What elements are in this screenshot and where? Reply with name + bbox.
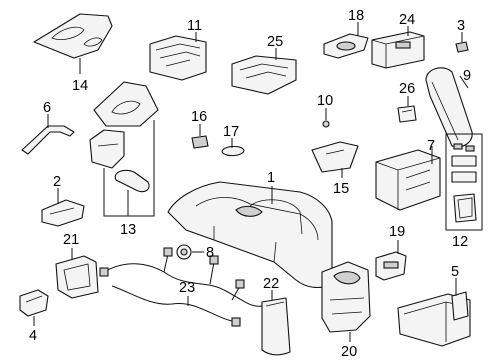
leader-13 — [103, 120, 155, 217]
part-13-lower-bezel — [89, 129, 125, 169]
callout-13: 13 — [120, 222, 136, 238]
part-10-screw — [322, 120, 330, 128]
part-6-trim-strip — [21, 125, 75, 155]
part-12-switch-kit — [445, 133, 483, 231]
callout-14: 14 — [72, 78, 88, 94]
callout-8: 8 — [206, 245, 214, 261]
callout-26: 26 — [399, 81, 415, 97]
callout-15: 15 — [333, 181, 349, 197]
part-18-switch — [323, 33, 369, 59]
part-15-vent — [311, 141, 359, 173]
callout-20: 20 — [341, 344, 357, 360]
callout-5: 5 — [451, 264, 459, 280]
callout-11: 11 — [187, 18, 202, 34]
callout-2: 2 — [53, 174, 61, 190]
callout-18: 18 — [348, 8, 364, 24]
part-upper-bezel — [93, 81, 159, 127]
part-13-handle — [114, 169, 150, 193]
callout-6: 6 — [43, 100, 51, 116]
part-26-clip — [397, 105, 417, 123]
callout-23: 23 — [179, 280, 195, 296]
leader-9 — [459, 75, 469, 89]
callout-12: 12 — [452, 234, 468, 250]
callout-7: 7 — [427, 138, 435, 154]
part-8-connector — [176, 244, 192, 260]
part-16-clip — [191, 135, 209, 149]
part-14-trim-bezel — [33, 13, 113, 59]
part-21-duct — [55, 255, 99, 299]
part-22-panel — [261, 297, 291, 356]
callout-16: 16 — [191, 109, 207, 125]
callout-3: 3 — [457, 18, 465, 34]
callout-1: 1 — [267, 170, 275, 186]
callout-21: 21 — [63, 232, 79, 248]
part-5-rear-bracket — [397, 291, 471, 347]
callout-25: 25 — [267, 34, 283, 50]
callout-10: 10 — [317, 93, 333, 109]
part-3-clip — [455, 41, 469, 53]
part-25-mount-bracket — [231, 55, 297, 95]
callout-9: 9 — [463, 68, 471, 84]
part-20-shifter-housing — [321, 261, 371, 333]
part-24-storage-box — [371, 31, 425, 69]
callout-19: 19 — [389, 224, 405, 240]
part-7-bracket-box — [375, 149, 441, 211]
part-11-bracket — [149, 35, 207, 81]
part-1-center-console — [167, 181, 333, 289]
part-23-wiring-harness — [99, 247, 263, 327]
callout-4: 4 — [29, 328, 37, 344]
part-17-retainer — [221, 145, 245, 157]
part-19-switch — [375, 251, 407, 281]
callout-17: 17 — [223, 124, 239, 140]
callout-22: 22 — [263, 276, 279, 292]
part-2-bracket — [41, 199, 85, 227]
part-4-clip — [19, 289, 49, 317]
callout-24: 24 — [399, 12, 415, 28]
